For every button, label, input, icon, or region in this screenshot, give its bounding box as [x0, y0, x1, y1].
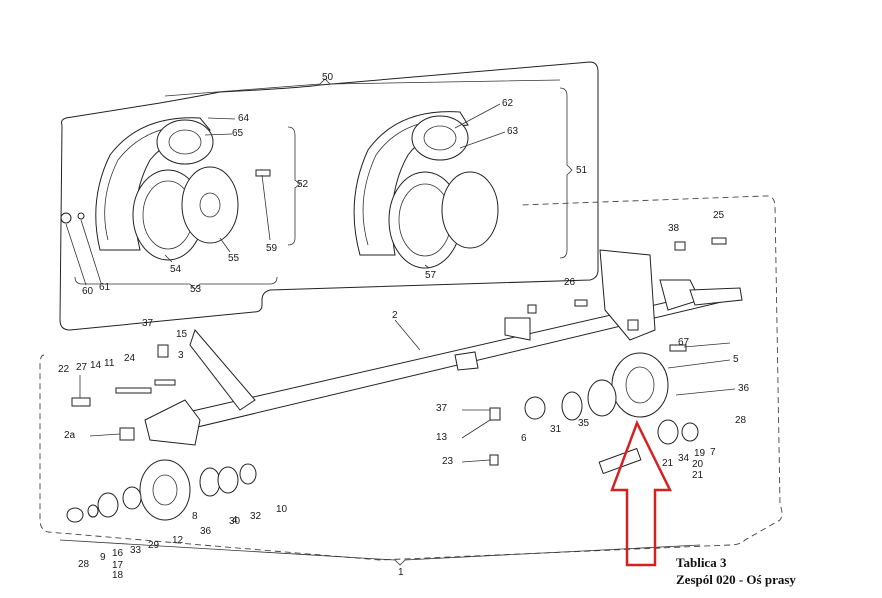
part-label: 12 — [172, 535, 184, 546]
part-label: 61 — [99, 282, 111, 293]
part-label: 29 — [148, 540, 160, 551]
part-label: 31 — [550, 424, 562, 435]
group-1-brace — [59, 539, 701, 566]
part-label: 32 — [250, 511, 262, 522]
axle-beam — [119, 249, 743, 446]
part-label: 52 — [297, 179, 309, 190]
part-label: 8 — [192, 511, 198, 522]
red-indicator-arrow — [610, 419, 673, 567]
part-label: 17 — [112, 560, 124, 571]
part-label: 7 — [710, 447, 716, 458]
part-label: 27 — [76, 362, 88, 373]
group-52-brace — [287, 126, 301, 246]
part-label: 35 — [578, 418, 590, 429]
leader-lines — [65, 103, 736, 463]
part-label: 33 — [130, 545, 142, 556]
part-label: 9 — [100, 552, 106, 563]
group-50-top-brace — [164, 78, 561, 97]
part-label: 25 — [713, 210, 725, 221]
part-label: 36 — [738, 383, 750, 394]
part-label: 37 — [436, 403, 448, 414]
part-label: 1 — [398, 567, 404, 578]
part-label: 13 — [436, 432, 448, 443]
part-label: 28 — [78, 559, 90, 570]
part-label: 24 — [124, 353, 136, 364]
part-label: 65 — [232, 128, 244, 139]
part-label: 19 — [694, 448, 706, 459]
part-label: 22 — [58, 364, 70, 375]
part-label: 4 — [232, 515, 238, 526]
part-label: 54 — [170, 264, 182, 275]
left-wheel-assembly — [60, 117, 271, 261]
part-label: 36 — [200, 526, 212, 537]
lower-frame-outline — [39, 195, 783, 561]
part-label: 3 — [178, 350, 184, 361]
left-hub-assembly — [66, 344, 257, 523]
part-label: 10 — [276, 504, 288, 515]
part-label: 2a — [64, 430, 76, 441]
part-label: 28 — [735, 415, 747, 426]
part-label: 18 — [112, 570, 124, 581]
part-label: 15 — [176, 329, 188, 340]
part-label: 6 — [521, 433, 527, 444]
part-label: 21 — [692, 470, 704, 481]
right-wheel-assembly — [353, 111, 499, 269]
part-label: 14 — [90, 360, 102, 371]
part-label: 30 — [229, 516, 241, 527]
part-label: 62 — [502, 98, 514, 109]
part-label: 11 — [104, 358, 115, 369]
caption-subtitle: Zespól 020 - Oś prasy — [676, 572, 796, 587]
part-label: 38 — [668, 223, 680, 234]
part-label: 21 — [662, 458, 674, 469]
part-label: 63 — [507, 126, 519, 137]
part-label: 67 — [678, 337, 690, 348]
part-label: 59 — [266, 243, 278, 254]
part-label: 26 — [564, 277, 576, 288]
caption-title: Tablica 3 — [676, 555, 727, 570]
part-label: 50 — [322, 72, 334, 83]
group-53-brace — [74, 276, 278, 290]
part-label: 51 — [576, 165, 588, 176]
part-label: 16 — [112, 548, 124, 559]
part-label: 64 — [238, 113, 250, 124]
part-label: 23 — [442, 456, 454, 467]
part-label: 57 — [425, 270, 437, 281]
part-label: 20 — [692, 459, 704, 470]
part-label: 55 — [228, 253, 240, 264]
part-label: 5 — [733, 354, 739, 365]
part-label: 2 — [392, 310, 398, 321]
part-label: 34 — [678, 453, 690, 464]
right-hub-assembly — [489, 237, 727, 475]
group-50-frame — [59, 61, 599, 331]
group-51-brace — [559, 87, 573, 259]
part-label: 60 — [82, 286, 94, 297]
part-label: 37 — [142, 318, 154, 329]
part-label: 53 — [190, 284, 202, 295]
